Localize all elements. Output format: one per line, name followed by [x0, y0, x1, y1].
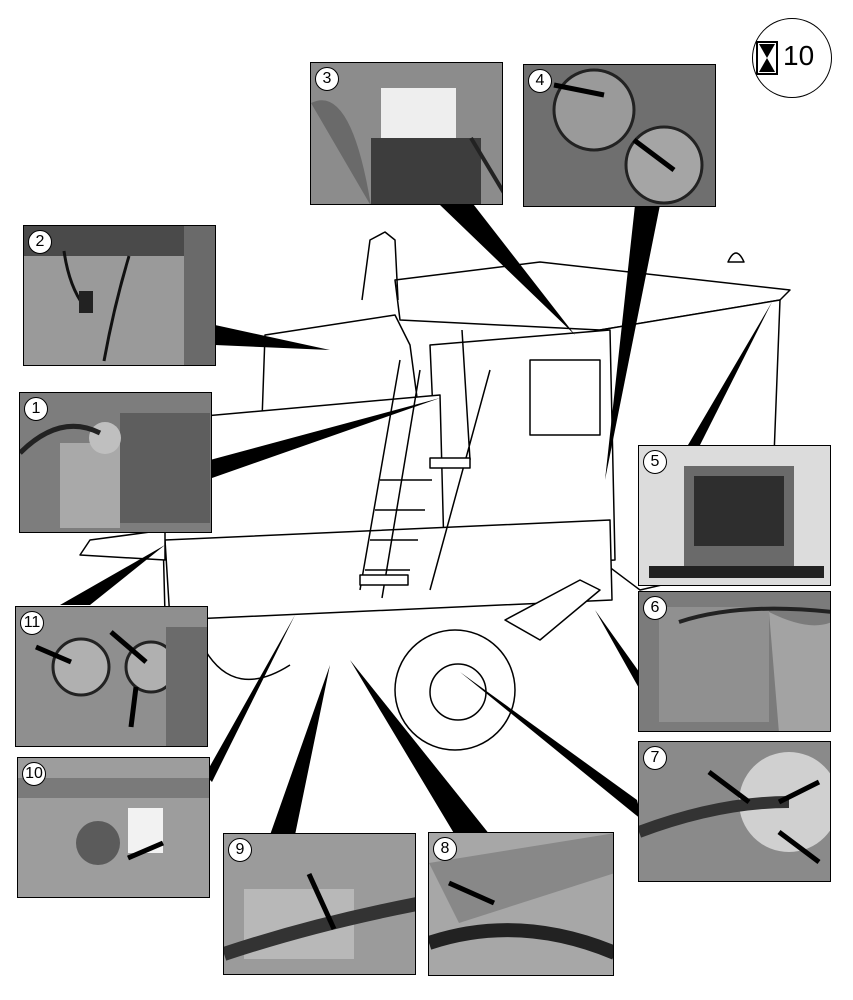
callout-number-4: 4 — [528, 69, 552, 93]
pointer-3 — [440, 200, 575, 335]
inset-photo-5: 5 — [638, 445, 831, 586]
inset-photo-3: 3 — [310, 62, 503, 205]
photo-8-image — [429, 833, 613, 975]
handrail — [361, 231, 399, 301]
section-badge — [752, 18, 832, 98]
pointer-1 — [210, 398, 440, 478]
pointer-5 — [688, 302, 772, 445]
photo-4-image — [524, 65, 715, 206]
pointer-7 — [460, 672, 642, 820]
photo-7-image — [639, 742, 830, 881]
engine-grille — [529, 359, 601, 436]
pointer-9 — [270, 665, 330, 835]
pointer-6 — [595, 610, 652, 690]
inset-photo-1: 1 — [19, 392, 212, 533]
section-number: 10 — [783, 40, 815, 71]
beacon — [727, 252, 745, 263]
pointer-8 — [350, 660, 490, 835]
callout-number-8: 8 — [433, 837, 457, 861]
callout-number-6: 6 — [643, 596, 667, 620]
callout-number-1: 1 — [24, 397, 48, 421]
photo-2-image — [24, 226, 215, 365]
photo-9-image — [224, 834, 415, 974]
photo-3-image — [311, 63, 502, 204]
photo-5-image — [639, 446, 830, 585]
inset-photo-6: 6 — [638, 591, 831, 732]
pointer-4 — [605, 205, 660, 480]
callout-number-10: 10 — [22, 762, 46, 786]
inset-photo-2: 2 — [23, 225, 216, 366]
photo-11-image — [16, 607, 207, 746]
ladder — [359, 329, 491, 599]
inset-photo-11: 11 — [15, 606, 208, 747]
callout-number-11: 11 — [20, 611, 44, 635]
inset-photo-9: 9 — [223, 833, 416, 975]
inset-photo-4: 4 — [523, 64, 716, 207]
pointer-10 — [205, 615, 295, 782]
header-edge — [79, 529, 166, 561]
callout-number-5: 5 — [643, 450, 667, 474]
photo-1-image — [20, 393, 211, 532]
inset-photo-10: 10 — [17, 757, 210, 898]
callout-number-7: 7 — [643, 746, 667, 770]
callout-number-2: 2 — [28, 230, 52, 254]
pointer-11 — [60, 545, 165, 605]
callout-number-3: 3 — [315, 67, 339, 91]
inset-photo-8: 8 — [428, 832, 614, 976]
photo-10-image — [18, 758, 209, 897]
callout-number-9: 9 — [228, 838, 252, 862]
hourglass-icon — [756, 41, 778, 75]
axle-beam — [504, 579, 601, 641]
pointer-2 — [215, 325, 330, 350]
photo-6-image — [639, 592, 830, 731]
inset-photo-7: 7 — [638, 741, 831, 882]
rear-wheel — [204, 649, 291, 681]
